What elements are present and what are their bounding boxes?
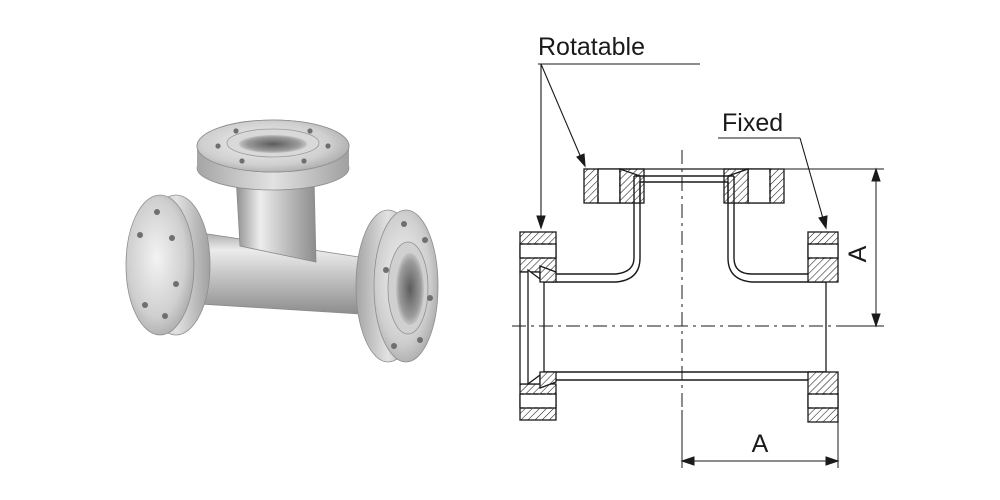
label-fixed: Fixed xyxy=(722,109,783,137)
top-rotatable-flange xyxy=(583,168,785,204)
dimension-horizontal xyxy=(680,410,840,468)
right-flange xyxy=(355,209,439,363)
left-rotatable-flange xyxy=(519,231,557,421)
leader-fixed xyxy=(718,137,828,230)
tee-photo xyxy=(125,119,439,363)
label-rotatable: Rotatable xyxy=(538,33,645,61)
left-flange xyxy=(125,194,211,336)
dimension-vertical xyxy=(772,167,884,328)
dimension-horizontal-label: A xyxy=(752,430,769,458)
tee-body-walls xyxy=(540,175,826,381)
top-flange xyxy=(196,119,350,191)
section-drawing xyxy=(512,63,884,468)
center-lines xyxy=(512,150,860,410)
leader-rotatable xyxy=(536,63,700,230)
dimension-vertical-label: A xyxy=(844,245,872,262)
right-fixed-flange xyxy=(807,231,839,423)
